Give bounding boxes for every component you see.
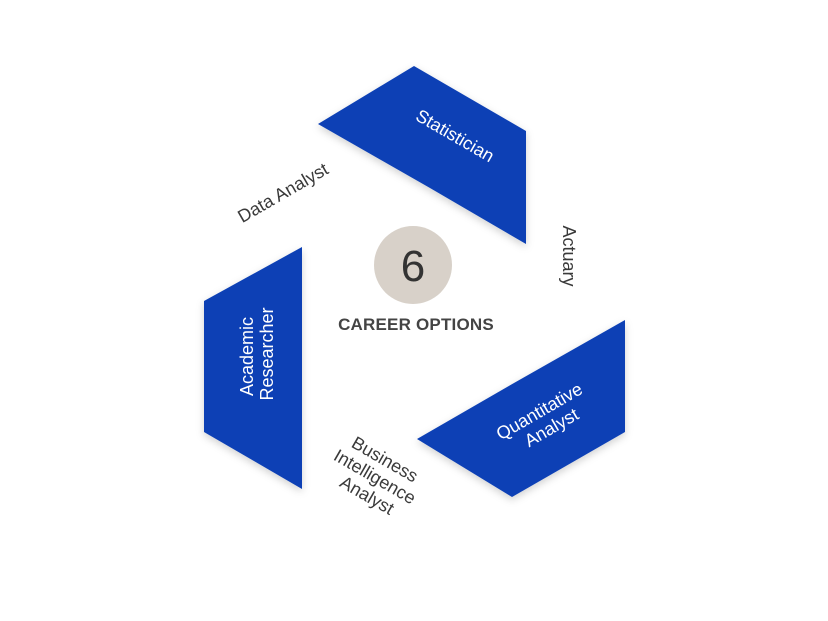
statistician-panel <box>318 66 526 244</box>
career-options-title: CAREER OPTIONS <box>338 315 494 334</box>
count-circle <box>374 226 452 304</box>
quantitative-analyst-panel <box>417 320 625 497</box>
career-count: 6 <box>401 242 425 291</box>
business-intelligence-analyst-label: Business Intelligence Analyst <box>320 428 433 528</box>
academic-researcher-label: Academic Researcher <box>237 307 277 400</box>
actuary-label: Actuary <box>559 225 579 286</box>
academic-researcher-panel <box>204 247 302 489</box>
data-analyst-label: Data Analyst <box>234 159 332 227</box>
